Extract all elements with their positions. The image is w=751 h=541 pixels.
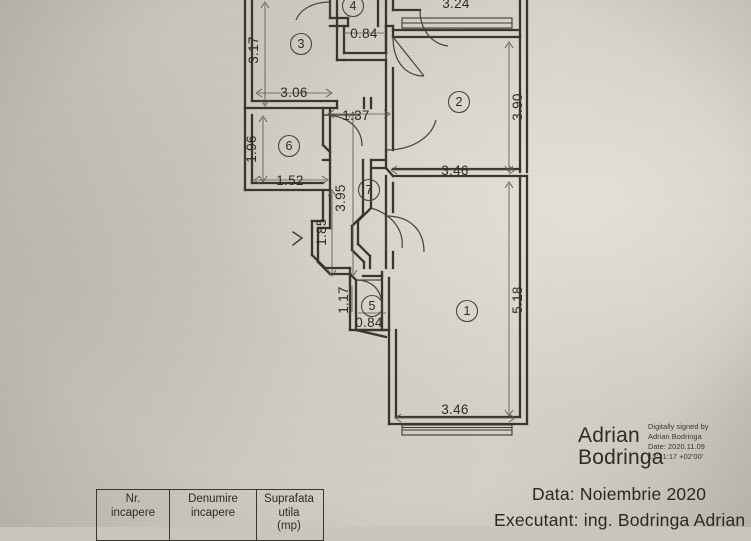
- room-4-marker: [341, 0, 365, 18]
- room-4-number: 4: [350, 0, 357, 13]
- dimension-0-84-top: 0.84: [350, 26, 378, 41]
- direction-marker: [291, 230, 304, 247]
- door-room-4: [295, 1, 331, 21]
- dimension-3-17: 3.17: [246, 36, 261, 63]
- door-room-2-top: [392, 36, 425, 77]
- door-room-2-left: [385, 115, 437, 151]
- legend-header-denumire-line2: incapere: [190, 506, 236, 519]
- signature-name-line1: Adrian: [578, 424, 640, 447]
- legend-header-nr: Nr. incapere: [97, 490, 170, 540]
- room-2-marker: [447, 90, 471, 114]
- room-number-markers: [277, 0, 479, 323]
- floor-plan-drawing: 3 4 2 6 7 5 1 3.17 3.06 0.84 3.24 3.90 3…: [243, 0, 529, 436]
- room-2-walls: [384, 0, 529, 178]
- hallway-right-wall: [369, 158, 388, 170]
- dimension-lines: [253, 1, 516, 423]
- dimension-1-52: 1.52: [276, 173, 303, 188]
- room-2-number: 2: [456, 95, 463, 109]
- legend-header-denumire: Denumire incapere: [170, 490, 257, 540]
- dimension-3-06: 3.06: [280, 85, 307, 100]
- dimension-3-90: 3.90: [510, 93, 525, 120]
- room-5-number: 5: [369, 299, 376, 313]
- dimension-1-85: 1.85: [314, 218, 329, 245]
- dimension-3-24: 3.24: [442, 0, 470, 11]
- legend-header-denumire-line1: Denumire: [188, 493, 238, 505]
- room-3-number: 3: [298, 37, 305, 51]
- room-6-number: 6: [286, 139, 293, 153]
- signature-meta-line1: Digitally signed by: [648, 422, 709, 431]
- room-1-marker: [455, 299, 479, 323]
- room-3-marker: [289, 32, 313, 56]
- signature-name-line2: Bodringa: [578, 446, 664, 469]
- legend-header-nr-line2: incapere: [110, 506, 156, 519]
- dimension-3-95: 3.95: [333, 184, 348, 211]
- footer-executant: Executant: ing. Bodringa Adrian: [494, 510, 746, 530]
- dimension-5-18: 5.18: [510, 286, 525, 313]
- dimension-1-37: 1.37: [342, 108, 369, 123]
- dimension-3-46-upper: 3.46: [441, 163, 468, 178]
- room-7-marker: [357, 178, 381, 202]
- entry-door-top-right: [391, 0, 449, 47]
- signature-meta-line3: Date: 2020.11.09: [648, 442, 705, 451]
- dimension-1-17: 1.17: [336, 286, 351, 313]
- legend-table: Nr. incapere Denumire incapere Suprafata…: [96, 489, 324, 541]
- room-5-marker: [360, 294, 384, 318]
- legend-header-suprafata-line1: Suprafata: [264, 493, 314, 505]
- dimension-1-96: 1.96: [244, 135, 259, 162]
- signature-meta-line2: Adrian Bodringa: [648, 432, 702, 441]
- paper-background: [0, 0, 751, 527]
- window-room-1: [401, 424, 513, 436]
- room-7-number: 7: [366, 183, 373, 197]
- room-6-marker: [277, 134, 301, 158]
- scan-grain-texture: [0, 0, 751, 527]
- legend-header-nr-line1: Nr.: [125, 493, 141, 505]
- legend-header-suprafata-line2: utila: [278, 506, 300, 519]
- room-5-walls: [354, 270, 391, 332]
- room-1-walls: [384, 174, 529, 426]
- room-1-number: 1: [464, 304, 471, 318]
- dimension-3-46-lower: 3.46: [441, 402, 468, 417]
- footer-date: Data: Noiembrie 2020: [532, 484, 707, 504]
- room-6-walls: [243, 106, 332, 192]
- signature-meta-line4: 13:31:17 +02'00': [648, 452, 704, 461]
- window-room-2: [401, 17, 513, 29]
- legend-header-suprafata: Suprafata utila (mp): [257, 490, 321, 540]
- door-room-1: [385, 215, 425, 253]
- dimension-0-84-bottom: 0.84: [355, 315, 383, 330]
- door-hallway-lower: [370, 207, 403, 249]
